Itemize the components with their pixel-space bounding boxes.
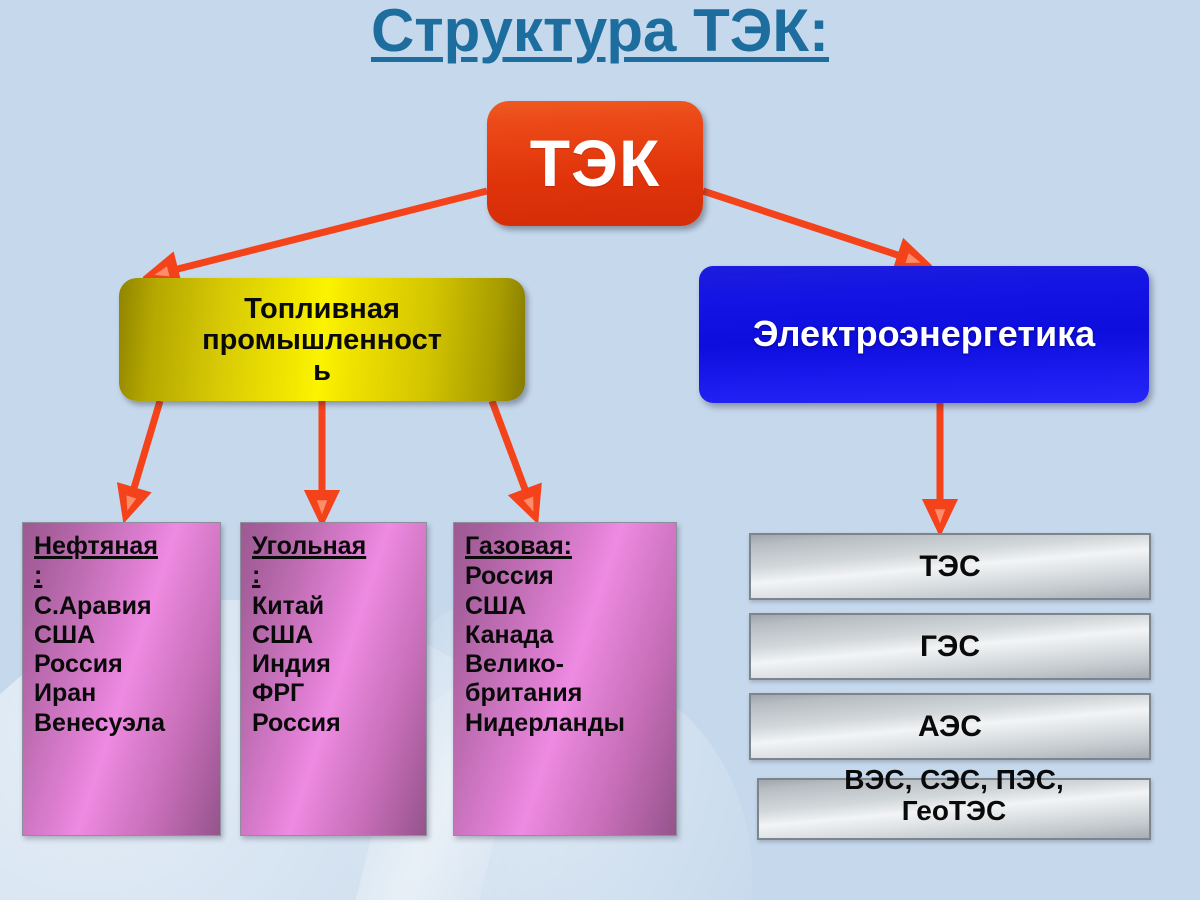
- list-item: Иран: [34, 679, 97, 708]
- fuel-label-line-3: ь: [313, 354, 331, 387]
- coal-heading: Угольная: [252, 532, 367, 560]
- node-electric-power[interactable]: Электроэнергетика: [699, 266, 1149, 403]
- fuel-label-line-2: промышленност: [202, 324, 442, 357]
- list-item: С.Аравия: [34, 591, 152, 620]
- gas-heading: Газовая:: [465, 532, 572, 560]
- coal-country-list: Китай США Индия ФРГ Россия: [252, 592, 417, 738]
- list-item: Канада: [465, 620, 554, 649]
- node-nuclear-power-plant[interactable]: АЭС: [749, 693, 1151, 760]
- node-hydro-power-plant-label: ГЭС: [919, 629, 980, 663]
- node-thermal-power-plant[interactable]: ТЭС: [749, 533, 1151, 600]
- oil-country-list: С.Аравия США Россия Иран Венесуэла: [34, 592, 211, 738]
- node-alternative-power-plants-label: ВЭС, СЭС, ПЭС, ГеоТЭС: [844, 764, 1064, 827]
- node-thermal-power-plant-label: ТЭС: [919, 549, 981, 583]
- list-item: Россия: [465, 562, 554, 591]
- alt-label-line-1: ВЭС, СЭС, ПЭС,: [844, 763, 1064, 795]
- fuel-label-line-1: Топливная: [244, 293, 400, 326]
- node-oil-sector[interactable]: Нефтяная : С.Аравия США Россия Иран Вене…: [22, 522, 221, 836]
- slide-title: Структура ТЭК:: [370, 0, 830, 64]
- arrow-fuel-to-gas: [488, 399, 535, 516]
- list-item: Китай: [252, 591, 325, 620]
- list-item: Венесуэла: [34, 708, 166, 737]
- node-coal-sector[interactable]: Угольная : Китай США Индия ФРГ Россия: [240, 522, 427, 836]
- list-item: США: [34, 620, 96, 649]
- oil-heading: Нефтяная: [34, 532, 158, 560]
- list-item: Россия: [252, 708, 341, 737]
- alt-label-line-2: ГеоТЭС: [901, 795, 1007, 826]
- list-item: Россия: [34, 650, 123, 678]
- oil-heading-colon: :: [34, 561, 43, 590]
- list-item: Нидерланды: [465, 708, 625, 737]
- node-tek-label: ТЭК: [529, 125, 661, 200]
- list-item: Велико-: [465, 650, 564, 678]
- node-fuel-industry[interactable]: Топливная промышленност ь: [119, 278, 525, 401]
- list-item: США: [252, 620, 314, 649]
- gas-country-list: Россия США Канада Велико- британия Нидер…: [465, 562, 667, 738]
- node-alternative-power-plants[interactable]: ВЭС, СЭС, ПЭС, ГеоТЭС: [757, 764, 1151, 840]
- list-item: США: [465, 591, 527, 620]
- node-fuel-industry-label: Топливная промышленност ь: [127, 294, 517, 386]
- arrow-tek-to-fuel: [150, 187, 488, 276]
- node-electric-power-label: Электроэнергетика: [752, 313, 1096, 355]
- list-item: британия: [465, 679, 583, 708]
- coal-heading-colon: :: [252, 561, 261, 590]
- node-gas-sector[interactable]: Газовая: Россия США Канада Велико- брита…: [453, 522, 677, 836]
- node-hydro-power-plant[interactable]: ГЭС: [749, 613, 1151, 680]
- node-tek[interactable]: ТЭК: [487, 101, 703, 226]
- node-nuclear-power-plant-label: АЭС: [918, 709, 982, 743]
- list-item: ФРГ: [252, 679, 305, 708]
- arrow-tek-to-electro: [701, 187, 925, 264]
- list-item: Индия: [252, 650, 331, 678]
- arrow-fuel-to-oil: [126, 399, 164, 515]
